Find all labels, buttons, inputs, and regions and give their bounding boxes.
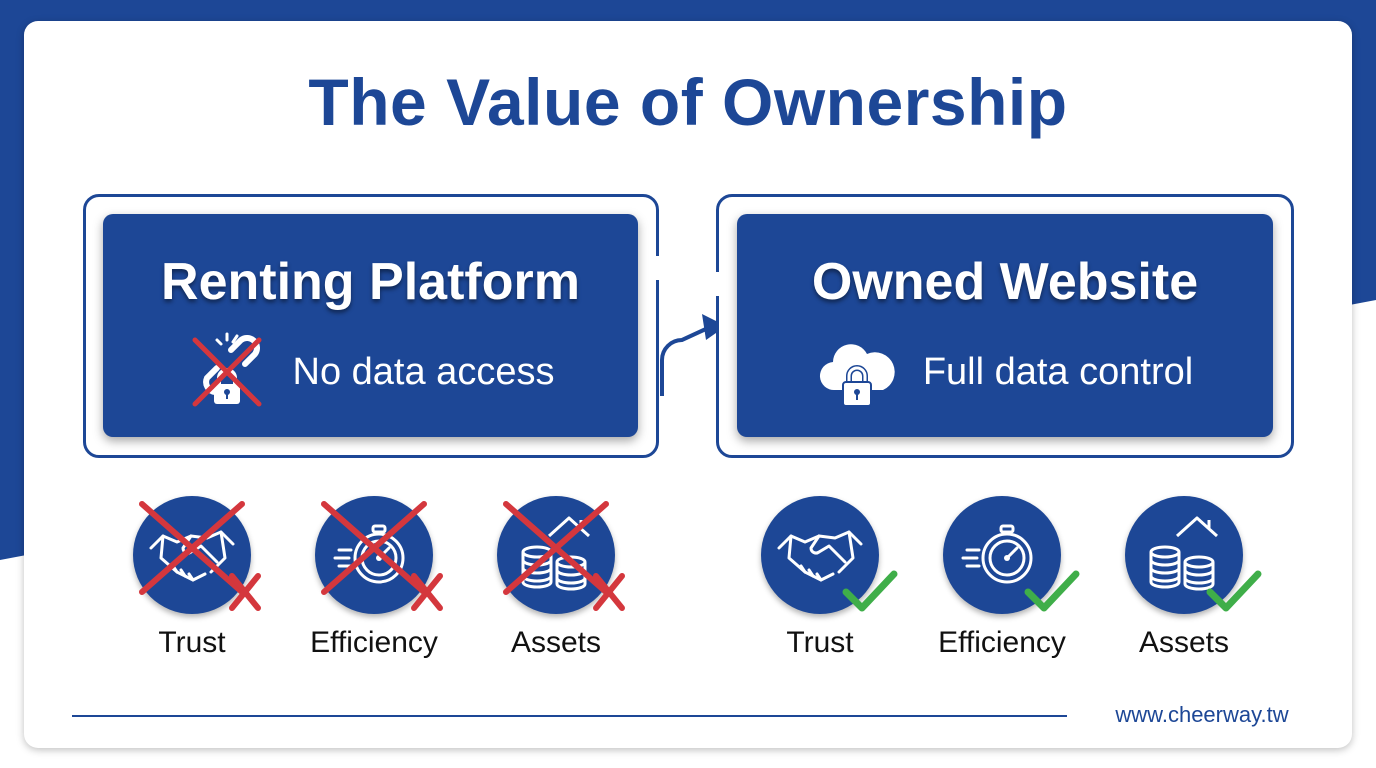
green-check-icon xyxy=(1206,570,1262,612)
owned-trust-item: Trust xyxy=(740,496,900,666)
benefit-label: Efficiency xyxy=(938,626,1066,659)
frame-gap xyxy=(650,256,662,280)
benefit-label: Trust xyxy=(158,626,226,659)
arrow-right-icon xyxy=(660,314,726,396)
handshake-icon xyxy=(777,530,863,582)
footer-url-link[interactable]: www.cheerway.tw xyxy=(1115,702,1289,727)
renting-data-row: No data access xyxy=(103,332,638,412)
renting-platform-heading: Renting Platform xyxy=(161,253,580,311)
red-cross-icon xyxy=(503,501,625,611)
benefit-label: Assets xyxy=(1138,626,1230,659)
stopwatch-icon xyxy=(961,524,1033,584)
benefit-label: Trust xyxy=(786,626,854,659)
owned-website-heading: Owned Website xyxy=(811,253,1199,311)
page-title: The Value of Ownership xyxy=(308,65,1068,139)
icon-circle xyxy=(761,496,879,614)
owned-efficiency-item: Efficiency xyxy=(922,496,1082,666)
red-cross-icon xyxy=(139,501,261,611)
green-check-icon xyxy=(1024,570,1080,612)
renting-subtitle: No data access xyxy=(292,350,555,393)
broken-link-lock-icon xyxy=(192,332,262,407)
owned-subtitle: Full data control xyxy=(922,350,1194,393)
owned-assets-item: Assets xyxy=(1104,496,1264,666)
owned-data-row: Full data control xyxy=(737,332,1273,412)
renting-efficiency-item: Efficiency xyxy=(294,496,454,666)
red-cross-icon xyxy=(321,501,443,611)
coins-house-icon xyxy=(1149,516,1219,591)
benefit-label: Efficiency xyxy=(310,626,438,659)
renting-trust-item: Trust xyxy=(112,496,272,666)
benefit-label: Assets xyxy=(510,626,602,659)
footer-divider xyxy=(72,715,1067,717)
icon-circle xyxy=(1125,496,1243,614)
renting-assets-item: Assets xyxy=(476,496,636,666)
green-check-icon xyxy=(842,570,898,612)
owned-website-panel: Owned Website Full data control xyxy=(737,214,1273,437)
frame-gap xyxy=(711,272,723,296)
icon-circle xyxy=(943,496,1061,614)
cloud-lock-icon xyxy=(819,344,895,407)
renting-platform-panel: Renting Platform No data acce xyxy=(103,214,638,437)
